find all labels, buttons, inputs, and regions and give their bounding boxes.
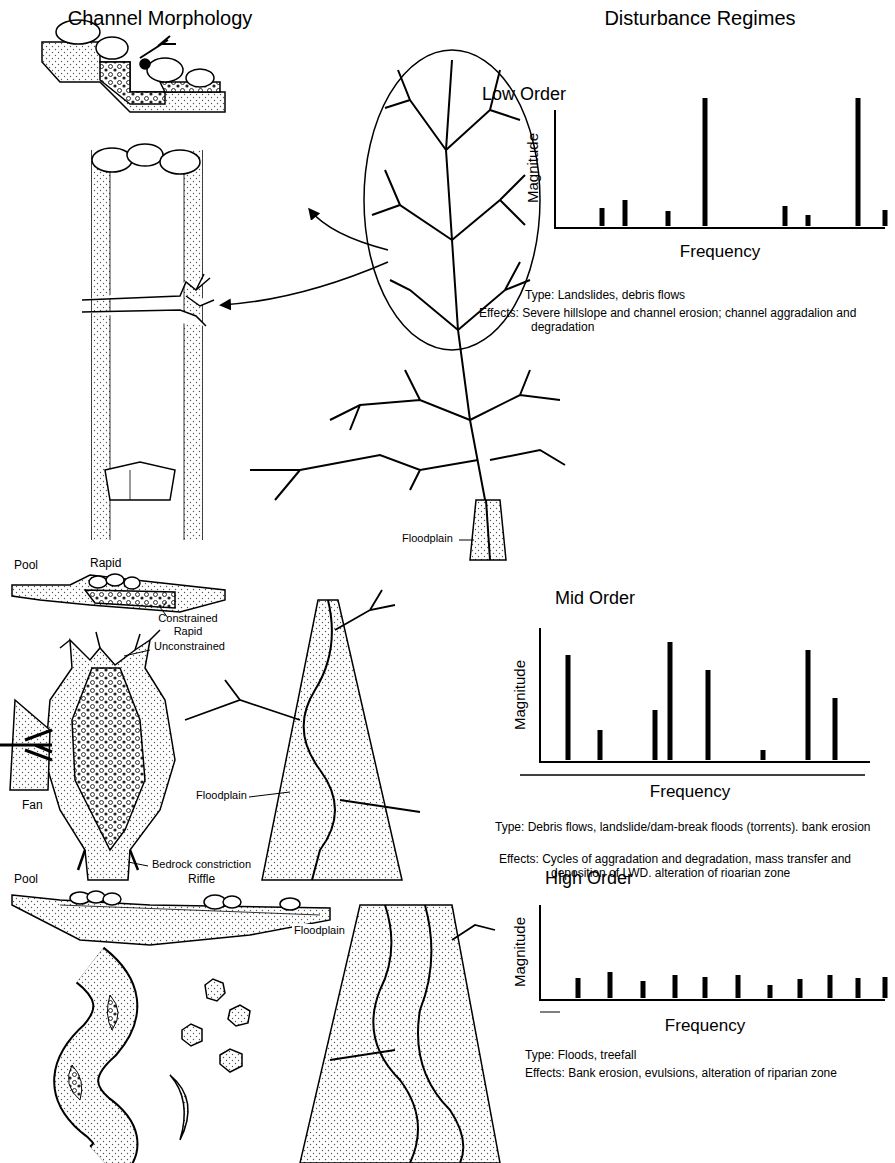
part-label: Rapid [90,556,121,570]
mid-plan-sketch [0,602,175,880]
high-profile-sketch [12,891,330,945]
low-profile-sketch [42,20,225,112]
part-label: Floodplain [400,532,455,545]
part-label: Pool [14,558,38,572]
low-plan-sketch [82,144,214,540]
type-note: Type: Landslides, debris flows [525,288,685,302]
high-floodplain [300,905,500,1163]
part-label: Constrained Rapid [150,612,226,638]
part-label: Bedrock constriction [150,858,253,871]
effects-note: Effects: Bank erosion, evulsions, altera… [525,1066,877,1080]
axis-label: Magnitude [524,133,542,203]
mid-chart [520,628,870,775]
order-heading: Mid Order [555,588,635,610]
high-chart [540,905,885,1012]
column-heading: Disturbance Regimes [604,6,795,30]
low-chart [555,98,885,228]
effects-note: Effects: Severe hillslope and channel er… [479,306,891,335]
part-label: Floodplain [292,924,347,937]
order-heading: Low Order [482,84,566,106]
axis-label: Magnitude [511,660,529,730]
part-label: Floodplain [194,789,249,802]
type-note: Type: Debris flows, landslide/dam-break … [495,820,891,834]
type-note: Type: Floods, treefall [525,1048,636,1062]
high-plan-sketch [68,965,250,1163]
part-label: Unconstrained [152,640,227,653]
mid-profile-sketch [12,574,225,618]
axis-label: Frequency [650,782,730,802]
part-label: Riffle [188,872,215,886]
low-pointer-arrows [222,210,388,305]
column-heading: Channel Morphology [68,6,253,30]
low-floodplain [459,500,506,560]
part-label: Fan [22,798,43,812]
part-label: Pool [14,872,38,886]
mid-floodplain [185,590,420,880]
order-heading: High Order [545,868,633,890]
low-stream-network [250,50,565,505]
axis-label: Magnitude [511,917,529,987]
axis-label: Frequency [665,1016,745,1036]
axis-label: Frequency [680,242,760,262]
